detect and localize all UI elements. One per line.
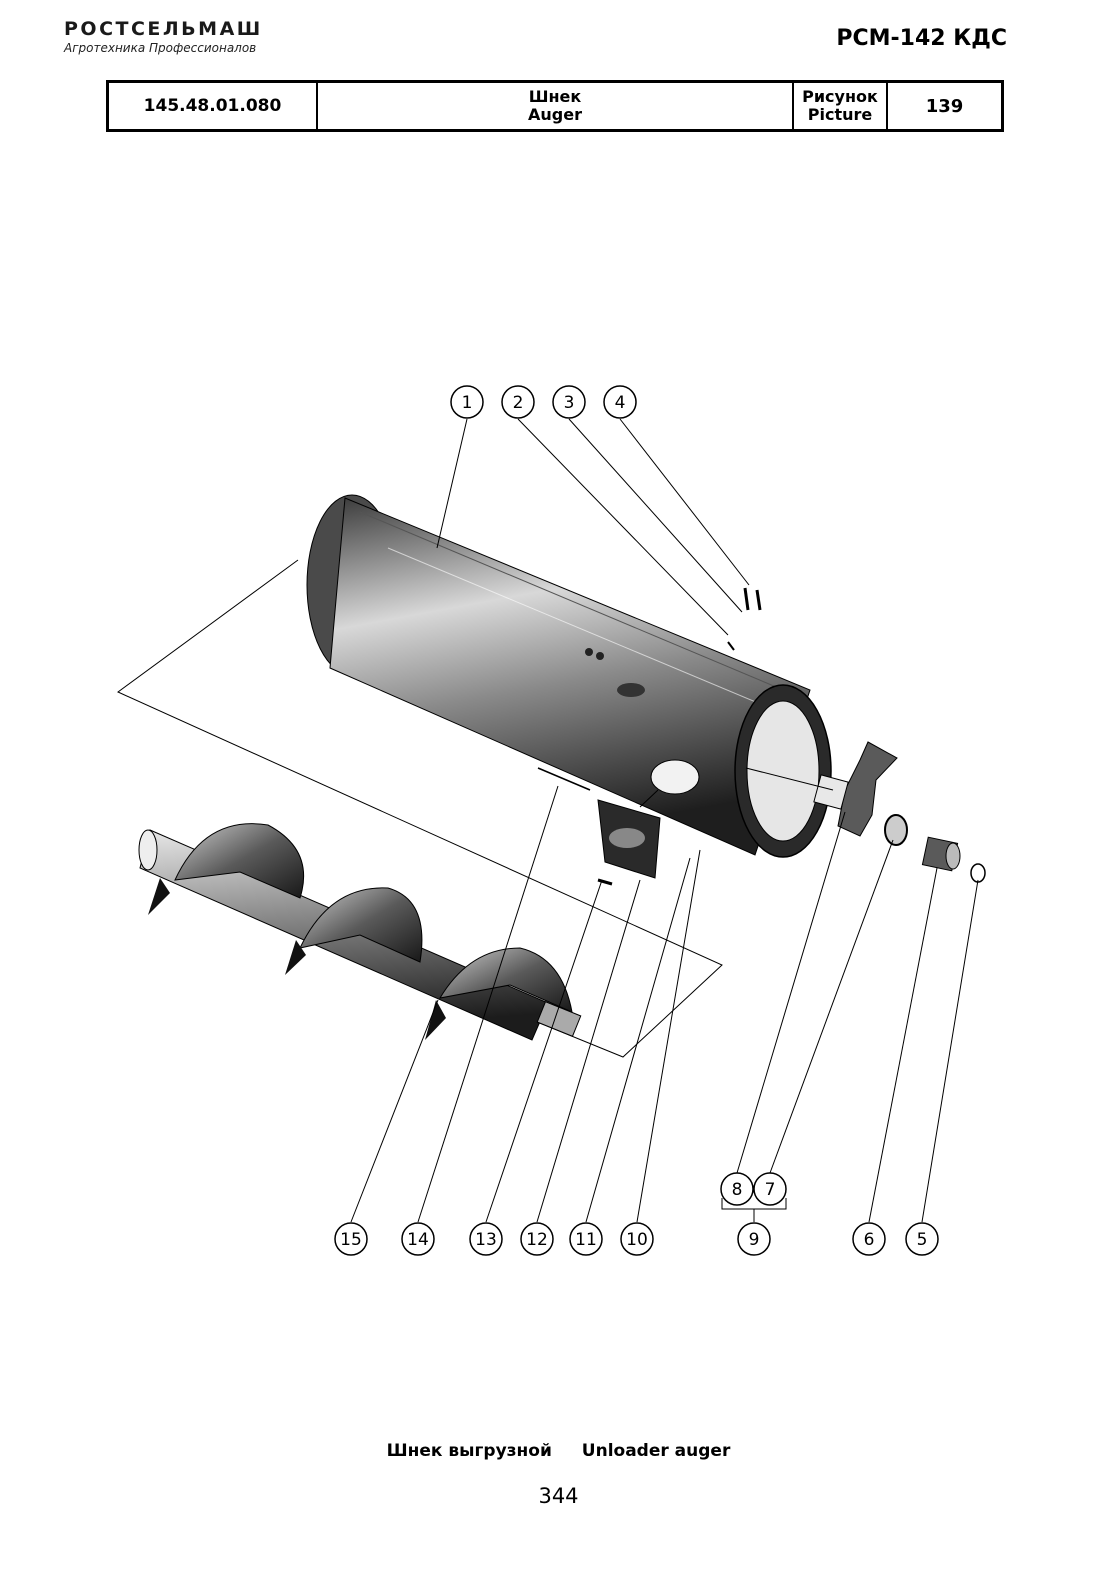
brand-logo: РОСТСЕЛЬМАШ Агротехника Профессионалов — [64, 18, 314, 55]
callout-1: 1 — [450, 385, 484, 419]
bolt-4b — [755, 589, 762, 611]
callout-label: 5 — [917, 1230, 928, 1250]
logo-text: РОСТСЕЛЬМАШ — [64, 18, 263, 40]
page-number: 344 — [538, 1484, 579, 1508]
callout-label: 8 — [732, 1180, 743, 1200]
callout-markers: 1 2 3 4 5 6 7 8 9 10 11 12 13 14 15 — [334, 385, 939, 1256]
leader-lines — [350, 418, 979, 1223]
bolt-4 — [743, 587, 750, 611]
callout-10: 10 — [620, 1222, 654, 1256]
callout-label: 3 — [564, 393, 575, 413]
picture-number: 139 — [886, 80, 1004, 132]
callout-5: 5 — [905, 1222, 939, 1256]
callout-label: 6 — [864, 1230, 875, 1250]
callout-label: 15 — [340, 1230, 362, 1250]
callout-14: 14 — [401, 1222, 435, 1256]
callout-label: 13 — [475, 1230, 497, 1250]
part-name-en: Auger — [528, 105, 582, 124]
picture-label-en: Picture — [807, 105, 873, 124]
assembly-plane-outline — [117, 559, 723, 1058]
auger-tube — [306, 494, 832, 858]
retaining-ring — [970, 863, 986, 883]
title-block: 145.48.01.080 Шнек Auger Рисунок Picture… — [106, 80, 1004, 132]
callout-8: 8 — [720, 1172, 754, 1206]
bearing-bracket — [813, 741, 898, 837]
callout-label: 1 — [462, 393, 473, 413]
bearing-ring — [884, 814, 908, 846]
part-name: Шнек Auger — [316, 80, 794, 132]
callout-label: 9 — [749, 1230, 760, 1250]
callout-label: 7 — [765, 1180, 776, 1200]
caption-en: Unloader auger — [581, 1441, 731, 1461]
figure-caption: Шнек выгрузной Unloader auger — [0, 1441, 1117, 1461]
callout-label: 14 — [407, 1230, 429, 1250]
part-name-ru: Шнек — [528, 87, 582, 106]
callout-11: 11 — [569, 1222, 603, 1256]
callout-7: 7 — [753, 1172, 787, 1206]
callout-3: 3 — [552, 385, 586, 419]
callout-label: 4 — [615, 393, 626, 413]
callout-4: 4 — [603, 385, 637, 419]
callout-label: 12 — [526, 1230, 548, 1250]
picture-label: Рисунок Picture — [792, 80, 888, 132]
logo-tagline: Агротехника Профессионалов — [64, 41, 257, 55]
callout-13: 13 — [469, 1222, 503, 1256]
rod-14 — [537, 767, 591, 791]
part-13 — [597, 878, 613, 886]
picture-label-ru: Рисунок — [802, 87, 878, 106]
callout-label: 2 — [513, 393, 524, 413]
model-name: РСМ-142 КДС — [836, 26, 1007, 51]
pin-2 — [727, 641, 735, 651]
callout-label: 10 — [626, 1230, 648, 1250]
callout-6: 6 — [852, 1222, 886, 1256]
caption-ru: Шнек выгрузной — [386, 1441, 552, 1461]
hatch-cover — [597, 799, 661, 879]
callout-2: 2 — [501, 385, 535, 419]
callout-9: 9 — [737, 1222, 771, 1256]
bearing-housing — [921, 836, 961, 872]
callout-label: 11 — [575, 1230, 597, 1250]
callout-12: 12 — [520, 1222, 554, 1256]
part-code: 145.48.01.080 — [106, 80, 318, 132]
auger-shaft — [138, 823, 582, 1041]
callout-15: 15 — [334, 1222, 368, 1256]
